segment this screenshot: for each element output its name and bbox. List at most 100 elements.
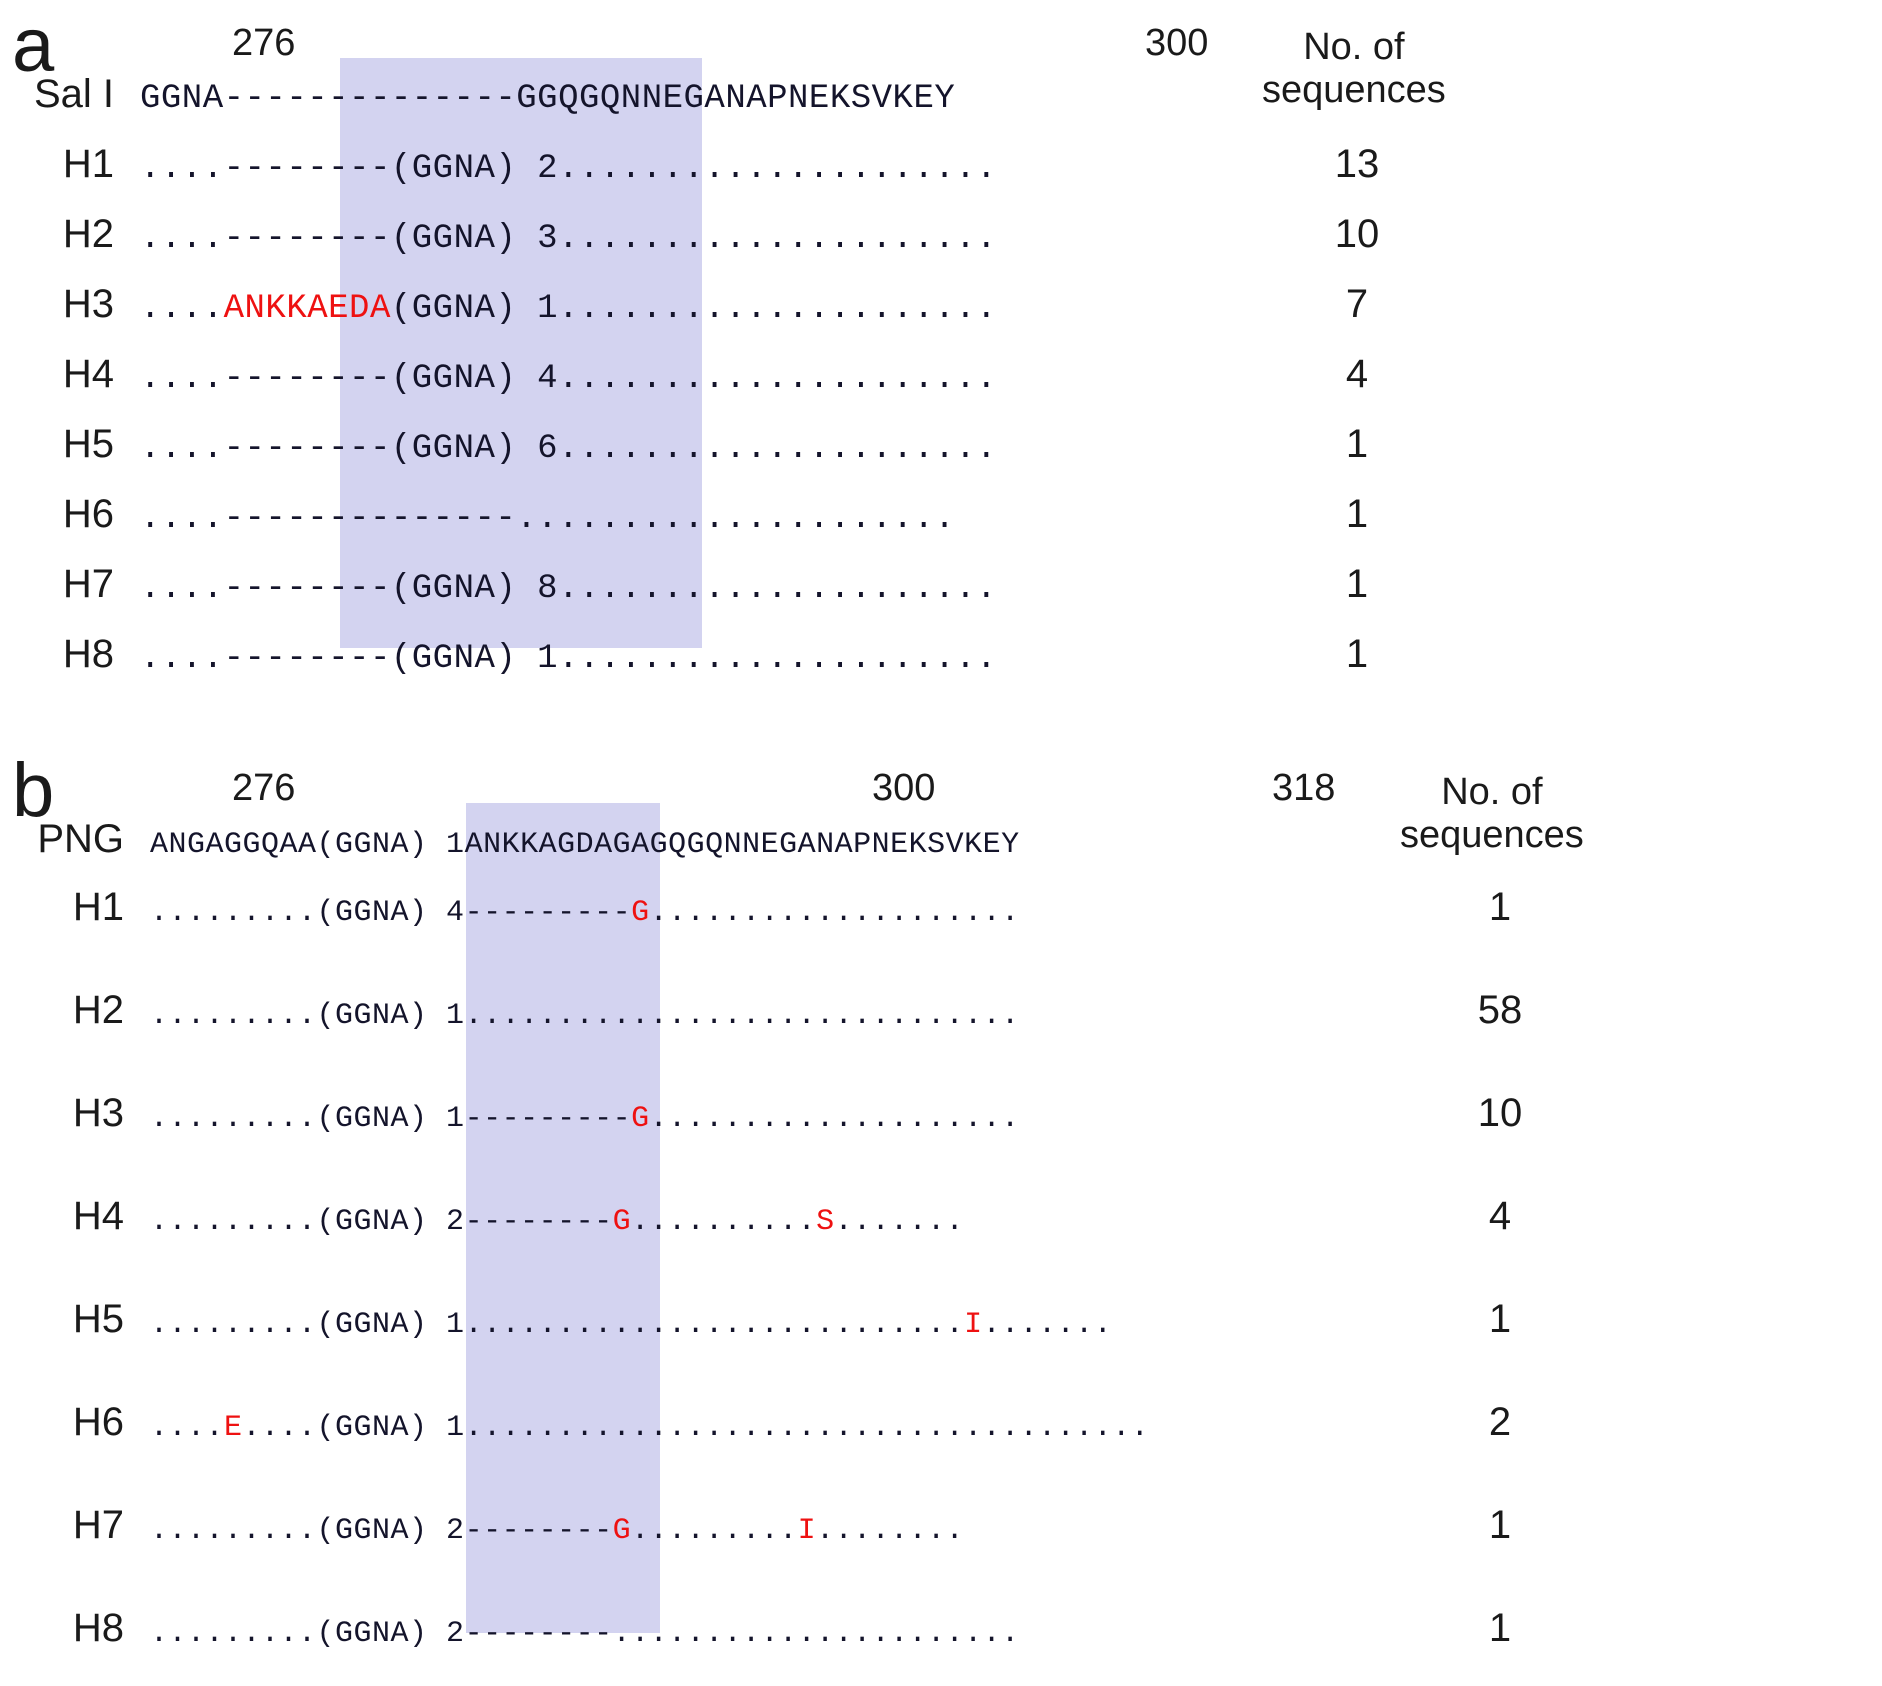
seq-pre: .... bbox=[140, 640, 224, 678]
panel-b-ref-pre: ANGAGGQAA bbox=[150, 828, 317, 862]
seq-pre: .... bbox=[140, 570, 224, 608]
panel-b: b 276 300 318 No. of sequences PNG ANGAG… bbox=[0, 745, 1882, 1686]
seq-post: .................... bbox=[649, 1102, 1020, 1136]
panel-b-row-h1-seq: .........(GGNA) 4---------G.............… bbox=[150, 896, 1020, 930]
seq-pre: ......... bbox=[150, 1308, 317, 1342]
panel-a-row-h2: H2 ....--------(GGNA) 3.................… bbox=[0, 212, 1379, 282]
panel-b-start-coord: 276 bbox=[232, 767, 296, 809]
seq-mid: .................. bbox=[464, 1411, 798, 1445]
seq-insertion-mutation: ANKKAEDA bbox=[223, 290, 391, 328]
seq-motif: (GGNA) 1 bbox=[316, 1411, 465, 1445]
panel-a-reference-label: Sal I bbox=[33, 72, 114, 116]
panel-a-row-h1-count: 13 bbox=[1334, 142, 1380, 186]
seq-motif: (GGNA) 8 bbox=[390, 570, 559, 608]
seq-mutation: E bbox=[224, 1411, 243, 1445]
panel-a-row-h2-seq: ....--------(GGNA) 3....................… bbox=[140, 220, 997, 258]
panel-a-row-h4: H4 ....--------(GGNA) 4.................… bbox=[0, 352, 1368, 422]
panel-b-row-h5-label: H5 bbox=[72, 1297, 124, 1341]
panel-b-count-header-line1: No. of bbox=[1441, 771, 1543, 813]
panel-a-row-h7-count: 1 bbox=[1345, 562, 1369, 606]
seq-pre: ......... bbox=[150, 999, 317, 1033]
seq-pre: .... bbox=[140, 220, 224, 258]
panel-a-row-h6: H6 ....--------------...................… bbox=[0, 492, 1368, 562]
seq-motif: (GGNA) 3 bbox=[390, 220, 559, 258]
seq-mid: -------- bbox=[464, 1617, 613, 1651]
panel-b-row-h3-count: 10 bbox=[1477, 1091, 1523, 1135]
seq-pre: .... bbox=[150, 1411, 225, 1445]
seq-pre2: .... bbox=[242, 1411, 317, 1445]
seq-motif: (GGNA) 2 bbox=[316, 1617, 465, 1651]
panel-b-count-header: No. of sequences bbox=[1400, 771, 1584, 856]
panel-b-repeat-highlight bbox=[466, 803, 660, 1633]
panel-b-end-coord: 318 bbox=[1272, 767, 1336, 809]
panel-b-row-h7-count: 1 bbox=[1488, 1503, 1512, 1547]
seq-mid: -------- bbox=[464, 1205, 613, 1239]
seq-mutation-2: S bbox=[816, 1205, 835, 1239]
seq-post: ..................... bbox=[558, 640, 998, 678]
panel-b-row-h1: H1 .........(GGNA) 4---------G..........… bbox=[0, 885, 1511, 955]
panel-b-row-h4: H4 .........(GGNA) 2--------G..........S… bbox=[0, 1194, 1511, 1264]
panel-a: a 276 300 No. of sequences Sal I GGNA---… bbox=[0, 0, 1882, 740]
seq-post: .......... bbox=[779, 1308, 965, 1342]
panel-a-count-header-line2: sequences bbox=[1262, 68, 1446, 111]
panel-a-row-h3-seq: ....ANKKAEDA(GGNA) 1....................… bbox=[140, 290, 997, 328]
seq-motif: (GGNA) 1 bbox=[316, 1308, 465, 1342]
panel-b-letter: b bbox=[12, 748, 55, 833]
seq-pre: ......... bbox=[150, 1102, 317, 1136]
panel-b-row-h7-label: H7 bbox=[72, 1503, 124, 1547]
seq-post: ..................... bbox=[558, 570, 998, 608]
seq-repeat: -------- bbox=[223, 150, 391, 188]
panel-b-row-h8-label: H8 bbox=[72, 1606, 124, 1650]
panel-b-row-h6-seq: ....E....(GGNA) 1.......................… bbox=[150, 1411, 1149, 1445]
panel-b-row-h5-seq: .........(GGNA) 1.......................… bbox=[150, 1308, 1112, 1342]
panel-b-row-h4-seq: .........(GGNA) 2--------G..........S...… bbox=[150, 1205, 964, 1239]
panel-b-row-h6-label: H6 bbox=[72, 1400, 124, 1444]
seq-post2: ........ bbox=[816, 1514, 965, 1548]
panel-a-row-h3-label: H3 bbox=[62, 282, 114, 326]
seq-post: ..................... bbox=[558, 150, 998, 188]
panel-b-reference-label: PNG bbox=[37, 817, 124, 861]
panel-b-row-h7: H7 .........(GGNA) 2--------G.........I.… bbox=[0, 1503, 1511, 1573]
seq-repeat: -------- bbox=[223, 570, 391, 608]
panel-b-mid-coord: 300 bbox=[872, 767, 936, 809]
seq-post: ................... bbox=[797, 1411, 1150, 1445]
seq-mutation: G bbox=[612, 1205, 632, 1239]
panel-b-row-h5: H5 .........(GGNA) 1....................… bbox=[0, 1297, 1511, 1367]
seq-motif: (GGNA) 2 bbox=[316, 1205, 465, 1239]
seq-post: ..................... bbox=[558, 430, 998, 468]
panel-b-row-h8-seq: .........(GGNA) 2--------...............… bbox=[150, 1617, 1020, 1651]
panel-a-ref-pre: GGNA bbox=[140, 80, 224, 118]
panel-a-row-h6-label: H6 bbox=[62, 492, 114, 536]
panel-b-row-h3-label: H3 bbox=[72, 1091, 124, 1135]
panel-b-ref-post: ANKKAGDAGAGQGQNNEGANAPNEKSVKEY bbox=[464, 828, 1020, 862]
panel-a-row-h5: H5 ....--------(GGNA) 6.................… bbox=[0, 422, 1368, 492]
seq-mutation: G bbox=[631, 896, 650, 930]
seq-pre: ......... bbox=[150, 896, 317, 930]
seq-post: ..................... bbox=[558, 220, 998, 258]
seq-motif: (GGNA) 1 bbox=[316, 999, 465, 1033]
seq-mutation: G bbox=[612, 1514, 632, 1548]
panel-a-row-h1-seq: ....--------(GGNA) 2....................… bbox=[140, 150, 997, 188]
seq-mutation: G bbox=[631, 1102, 650, 1136]
seq-post2: ....... bbox=[982, 1308, 1113, 1342]
panel-b-row-h1-label: H1 bbox=[72, 885, 124, 929]
seq-motif: (GGNA) 4 bbox=[316, 896, 465, 930]
seq-mid: ................. bbox=[464, 1308, 780, 1342]
panel-b-row-h6-count: 2 bbox=[1488, 1400, 1512, 1444]
seq-pre: .... bbox=[140, 150, 224, 188]
panel-a-row-h7-label: H7 bbox=[62, 562, 114, 606]
seq-motif: (GGNA) 1 bbox=[316, 1102, 465, 1136]
panel-a-row-h4-label: H4 bbox=[62, 352, 114, 396]
seq-mid: .......... bbox=[464, 999, 650, 1033]
seq-pre: ......... bbox=[150, 1514, 317, 1548]
panel-a-row-h1: H1 ....--------(GGNA) 2.................… bbox=[0, 142, 1379, 212]
seq-pre: .... bbox=[140, 290, 224, 328]
seq-post: ..................... bbox=[558, 360, 998, 398]
panel-a-count-header: No. of sequences bbox=[1262, 26, 1446, 111]
seq-post: .......... bbox=[631, 1205, 817, 1239]
panel-a-row-h3-count: 7 bbox=[1345, 282, 1369, 326]
panel-a-row-h8-seq: ....--------(GGNA) 1....................… bbox=[140, 640, 997, 678]
panel-b-row-h1-count: 1 bbox=[1488, 885, 1512, 929]
panel-b-row-h8: H8 .........(GGNA) 2--------............… bbox=[0, 1606, 1511, 1676]
panel-a-row-h7: H7 ....--------(GGNA) 8.................… bbox=[0, 562, 1368, 632]
